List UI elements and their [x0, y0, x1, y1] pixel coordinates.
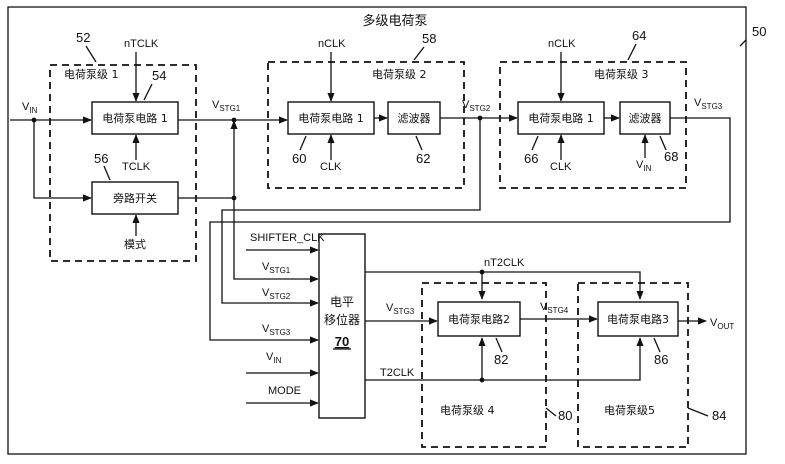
- ref-filter2-leader: [415, 135, 423, 151]
- charge-pump-circuit4-block: [437, 301, 521, 337]
- charge-pump-circuit2-block: [287, 101, 375, 135]
- t2clk-label: T2CLK: [380, 367, 415, 379]
- charge-pump-circuit4-label: 电荷泵电路2: [448, 313, 510, 326]
- ref-circuit3-leader: [531, 135, 539, 151]
- ref-filter3-leader: [659, 135, 667, 151]
- level-shifter-label-line1: 电平: [330, 295, 354, 309]
- vin2-label: VIN: [266, 351, 282, 365]
- bypass-switch-block: [91, 181, 179, 215]
- stage1-boundary: [49, 64, 197, 262]
- clk2-label: CLK: [320, 161, 342, 173]
- shifter-clk-label: SHIFTER_CLK: [250, 232, 325, 244]
- level-shifter-block: [318, 233, 366, 419]
- stage5-label: 电荷泵级5: [604, 404, 655, 417]
- charge-pump-circuit3-label: 电荷泵电路 1: [528, 112, 594, 125]
- vstg1-to-shifter-wire: [233, 198, 319, 283]
- ref-circuit3: 66: [524, 151, 538, 166]
- charge-pump-circuit2-label: 电荷泵电路 1: [298, 112, 364, 125]
- nt2clk-wire: [365, 271, 644, 300]
- ref-stage1-leader: [85, 45, 97, 63]
- clk3-label: CLK: [550, 161, 572, 173]
- mode-in-label: MODE: [268, 385, 301, 397]
- filter2-block: [387, 101, 441, 135]
- tclk-label: TCLK: [122, 161, 151, 173]
- vin-label: VIN: [22, 101, 38, 115]
- t2clk-wire: [365, 337, 644, 381]
- ref-shifter: 70: [335, 334, 349, 349]
- ref-filter2: 62: [416, 151, 430, 166]
- ref-stage2: 58: [422, 31, 436, 46]
- ref-stage3: 64: [632, 28, 646, 43]
- filter2-label: 滤波器: [398, 112, 431, 125]
- vstg1b-label: VSTG1: [262, 261, 291, 275]
- vstg2-to-shifter-wire: [221, 118, 481, 307]
- vin-bypass-wire: [33, 120, 92, 202]
- level-shifter-label-line2: 移位器: [324, 312, 360, 327]
- ref-circuit4: 82: [494, 352, 508, 367]
- vin3-label: VIN: [636, 159, 652, 173]
- ref-stage5: 84: [712, 408, 726, 423]
- ref-circuit5-leader: [653, 337, 661, 353]
- ref-filter3: 68: [664, 149, 678, 164]
- vstg1-label: VSTG1: [212, 99, 241, 113]
- ref-system: 50: [752, 24, 766, 39]
- filter3-label: 滤波器: [629, 112, 662, 125]
- ref-stage3-leader: [627, 43, 637, 61]
- ref-bypass: 56: [94, 151, 108, 166]
- ref-bypass-leader: [103, 165, 111, 181]
- nclk3-label: nCLK: [548, 38, 576, 50]
- vstg3-to-shifter-wire: [209, 117, 731, 344]
- stage4-label: 电荷泵级 4: [440, 404, 495, 417]
- vstg4-label: VSTG4: [540, 301, 569, 315]
- stage1-label: 电荷泵级 1: [64, 68, 119, 81]
- ref-stage1: 52: [76, 30, 90, 45]
- stage5-boundary: [577, 282, 689, 448]
- mode-label: 模式: [124, 238, 146, 251]
- ref-circuit1: 54: [152, 68, 166, 83]
- stage3-label: 电荷泵级 3: [594, 68, 649, 81]
- bypass-switch-label: 旁路开关: [113, 191, 157, 205]
- vstg2-label: VSTG2: [462, 99, 491, 113]
- vstg2b-label: VSTG2: [262, 287, 291, 301]
- vstg3c-label: VSTG3: [386, 302, 415, 316]
- charge-pump-circuit5-label: 电荷泵电路3: [607, 313, 669, 326]
- ref-circuit4-leader: [495, 337, 503, 353]
- ntclk-label: nTCLK: [124, 38, 159, 50]
- outer-frame: [7, 6, 747, 455]
- filter3-block: [619, 101, 671, 135]
- ref-circuit2: 60: [292, 151, 306, 166]
- ref-stage4-leader: [545, 407, 557, 417]
- charge-pump-circuit5-block: [597, 301, 679, 337]
- charge-pump-circuit1-label: 电荷泵电路 1: [102, 112, 168, 125]
- nt2clk-label: nT2CLK: [484, 257, 525, 269]
- nclk2-label: nCLK: [318, 38, 346, 50]
- vstg3b-label: VSTG3: [262, 323, 291, 337]
- diagram-title: 多级电荷泵: [362, 13, 427, 29]
- vstg3-label: VSTG3: [694, 97, 723, 111]
- ref-stage4: 80: [558, 408, 572, 423]
- stage4-boundary: [421, 282, 547, 448]
- ref-stage2-leader: [413, 46, 425, 61]
- ref-circuit2-leader: [299, 135, 307, 151]
- charge-pump-circuit1-block: [91, 101, 179, 135]
- ref-stage5-leader: [687, 407, 709, 417]
- ref-circuit1-leader: [143, 83, 153, 101]
- ref-system-leader: [739, 39, 747, 47]
- vout-label: VOUT: [710, 317, 734, 331]
- stage2-label: 电荷泵级 2: [372, 68, 427, 81]
- stage2-boundary: [267, 61, 465, 189]
- ref-circuit5: 86: [654, 352, 668, 367]
- bypass-out-wire: [178, 120, 238, 199]
